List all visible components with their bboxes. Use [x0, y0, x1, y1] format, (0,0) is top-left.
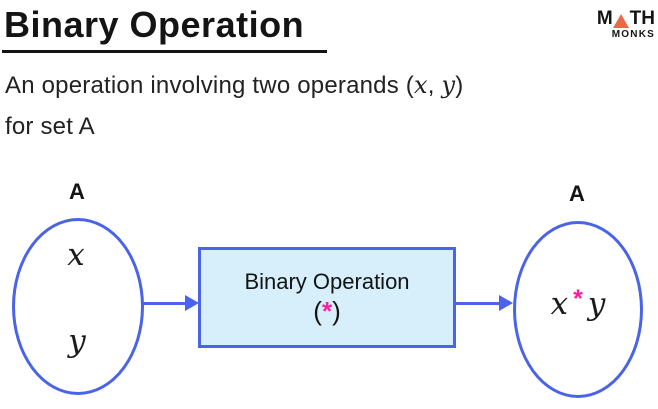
result-var-y: y — [587, 286, 606, 322]
left-set-label: A — [69, 179, 85, 204]
operation-box-title: Binary Operation — [244, 269, 410, 294]
left-arrow-head-icon — [185, 295, 199, 311]
right-arrow-head-icon — [499, 295, 513, 311]
description-var-y: y — [441, 71, 456, 99]
description-line2: for set A — [5, 113, 95, 140]
right-set-label: A — [569, 181, 585, 206]
result-asterisk-operator: * — [573, 285, 583, 313]
logo-wordmark: M TH — [591, 9, 655, 28]
left-set-element-x: x — [67, 237, 85, 273]
close-paren: ) — [332, 296, 341, 327]
logo-letter-m: M — [596, 8, 613, 29]
description-line1-text: An operation involving two operands ( — [5, 72, 414, 99]
left-set-element-y: y — [68, 323, 86, 359]
description-var-x: x — [413, 71, 428, 99]
open-paren: ( — [313, 296, 322, 327]
logo-monks-text: MONKS — [611, 29, 655, 40]
operation-box-symbol: (*) — [313, 297, 340, 326]
title-underline — [2, 50, 327, 53]
asterisk-operator: * — [321, 296, 333, 327]
result-var-x: x — [550, 286, 569, 322]
logo-letters-th: TH — [629, 8, 655, 29]
right-set-result: x*y — [513, 285, 643, 322]
page-title: Binary Operation — [4, 4, 305, 45]
binary-operation-box: Binary Operation (*) — [198, 247, 456, 348]
description-close-paren: ) — [455, 72, 464, 99]
right-set-ellipse — [513, 221, 643, 398]
right-arrow-line — [456, 302, 502, 305]
description-line1: An operation involving two operands (x, … — [5, 71, 463, 100]
left-set-ellipse — [12, 218, 144, 395]
math-monks-logo: M TH MONKS — [591, 9, 655, 40]
description-separator: , — [427, 72, 442, 99]
left-arrow-line — [142, 302, 188, 305]
logo-triangle-icon — [613, 14, 630, 28]
